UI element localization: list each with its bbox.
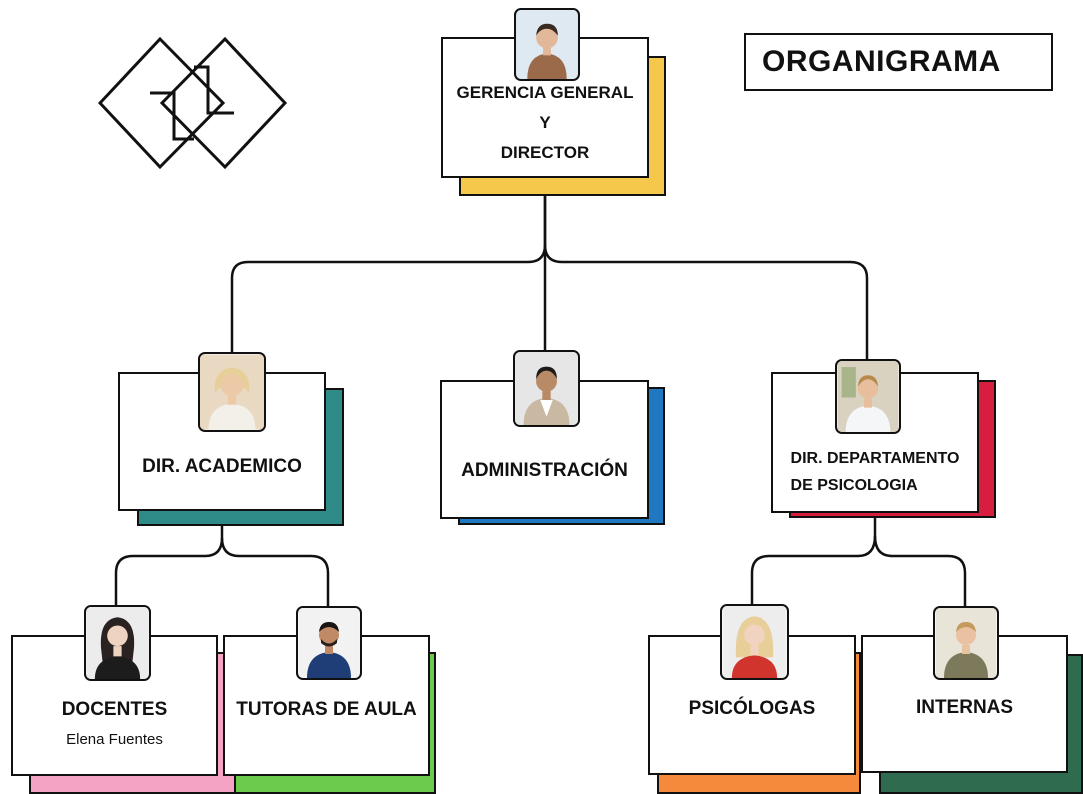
tutoras-label: TUTORAS DE AULA bbox=[236, 698, 417, 720]
psicologia-line-1: DIR. DEPARTAMENTO bbox=[790, 449, 960, 467]
internas-label: INTERNAS bbox=[915, 697, 1014, 718]
psicologas-avatar bbox=[720, 604, 789, 680]
psicologas-label: PSICÓLOGAS bbox=[688, 698, 816, 719]
academico-avatar bbox=[198, 352, 266, 432]
docentes-label: DOCENTES bbox=[61, 699, 168, 720]
docentes-avatar bbox=[84, 605, 151, 681]
gerencia-avatar bbox=[514, 8, 580, 81]
administracion-label: ADMINISTRACIÓN bbox=[461, 459, 628, 481]
psicologia-line-2: DE PSICOLOGIA bbox=[790, 476, 918, 494]
administracion-avatar bbox=[513, 350, 580, 427]
logo bbox=[97, 36, 288, 173]
title-box: ORGANIGRAMA bbox=[744, 33, 1053, 91]
page-title: ORGANIGRAMA bbox=[762, 45, 1001, 78]
academico-label: DIR. ACADEMICO bbox=[142, 455, 302, 477]
gerencia-line-2: Y bbox=[539, 112, 551, 132]
interlocking-diamonds-logo-icon bbox=[97, 36, 288, 170]
gerencia-line-3: DIRECTOR bbox=[500, 142, 590, 162]
docentes-name: Elena Fuentes bbox=[66, 731, 163, 748]
tutoras-avatar bbox=[296, 606, 362, 680]
psicologia-avatar bbox=[835, 359, 901, 434]
gerencia-line-1: GERENCIA GENERAL bbox=[456, 82, 634, 102]
internas-avatar bbox=[933, 606, 999, 680]
